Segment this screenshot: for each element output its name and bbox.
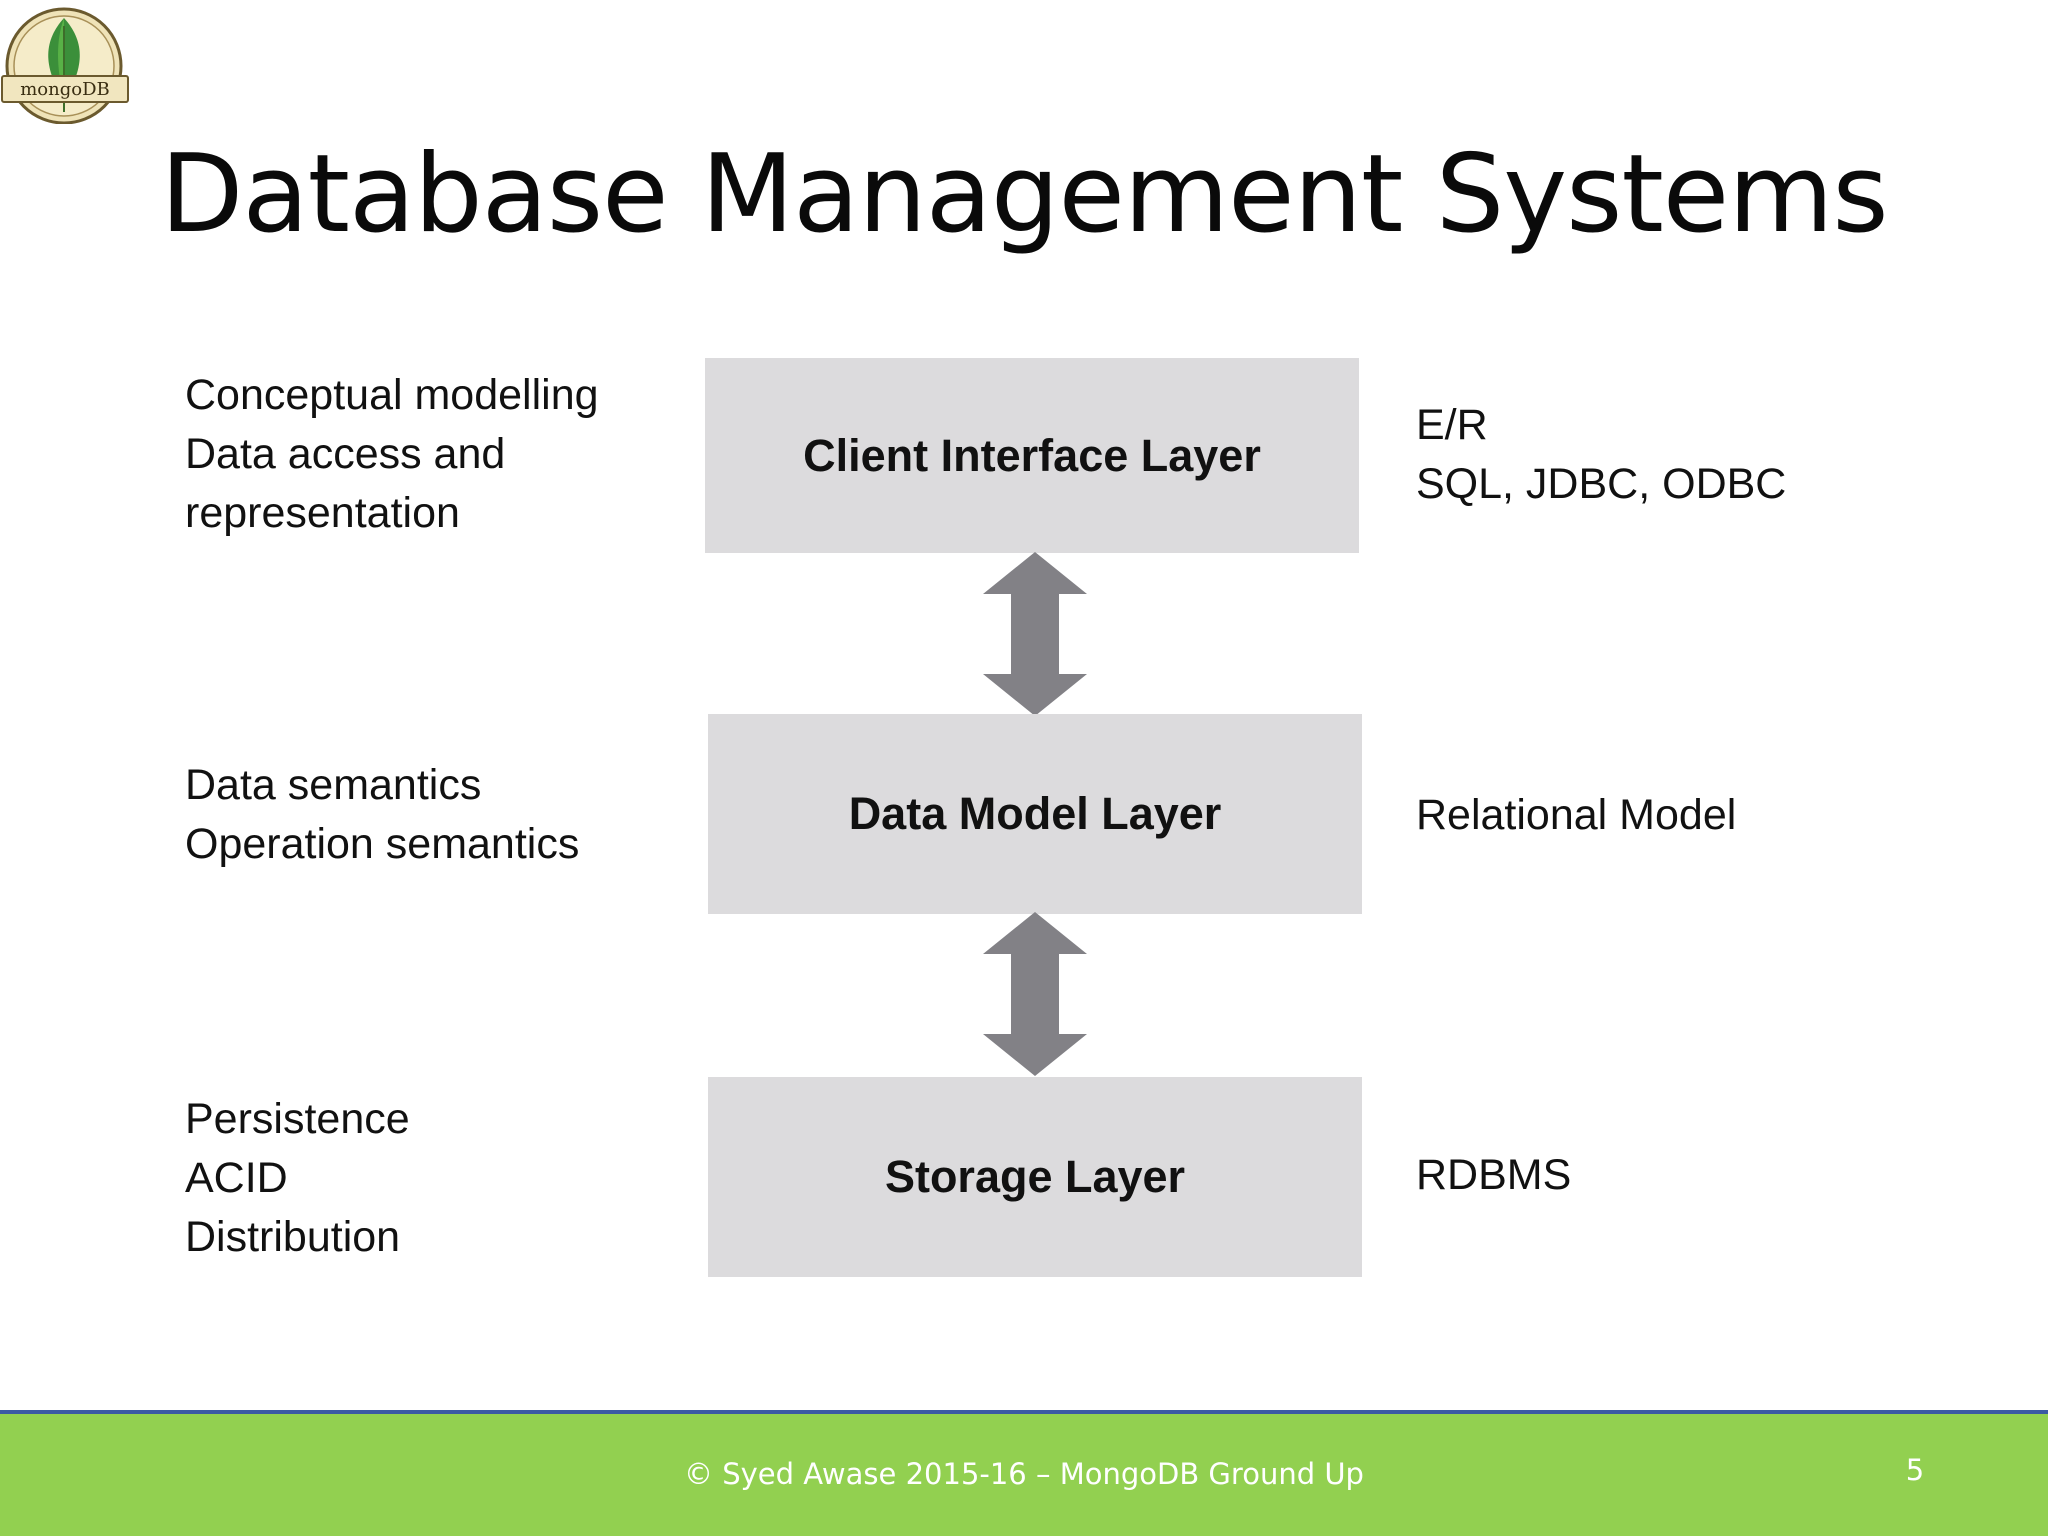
mongodb-logo: mongoDB <box>0 4 136 124</box>
client-layer-right-notes: E/R SQL, JDBC, ODBC <box>1416 396 1786 514</box>
data-model-layer-right-notes: Relational Model <box>1416 786 1736 845</box>
note-line: Conceptual modelling <box>185 371 599 419</box>
data-model-layer-box: Data Model Layer <box>708 714 1362 914</box>
slide-title: Database Management Systems <box>160 132 1888 257</box>
note-line: E/R <box>1416 401 1488 449</box>
note-line: SQL, JDBC, ODBC <box>1416 460 1787 508</box>
note-line: representation <box>185 489 460 537</box>
note-line: Relational Model <box>1416 791 1737 839</box>
storage-layer-box: Storage Layer <box>708 1077 1362 1277</box>
data-model-layer-left-notes: Data semantics Operation semantics <box>185 756 579 874</box>
note-line: Data access and <box>185 430 506 478</box>
client-layer-left-notes: Conceptual modelling Data access and rep… <box>185 366 599 543</box>
note-line: ACID <box>185 1154 288 1202</box>
footer-copyright: © Syed Awase 2015-16 – MongoDB Ground Up <box>684 1457 1364 1491</box>
bidirectional-arrow-icon <box>983 912 1087 1076</box>
note-line: Distribution <box>185 1213 401 1261</box>
note-line: Operation semantics <box>185 820 580 868</box>
bidirectional-arrow-icon <box>983 552 1087 716</box>
svg-text:mongoDB: mongoDB <box>20 79 110 100</box>
client-interface-layer-box: Client Interface Layer <box>705 358 1359 553</box>
note-line: Persistence <box>185 1095 410 1143</box>
page-number: 5 <box>1905 1453 1925 1487</box>
storage-layer-right-notes: RDBMS <box>1416 1146 1571 1205</box>
note-line: Data semantics <box>185 761 482 809</box>
note-line: RDBMS <box>1416 1151 1572 1199</box>
slide-footer: © Syed Awase 2015-16 – MongoDB Ground Up… <box>0 1410 2048 1536</box>
storage-layer-left-notes: Persistence ACID Distribution <box>185 1090 410 1267</box>
mongodb-leaf-icon: mongoDB <box>1 7 129 124</box>
